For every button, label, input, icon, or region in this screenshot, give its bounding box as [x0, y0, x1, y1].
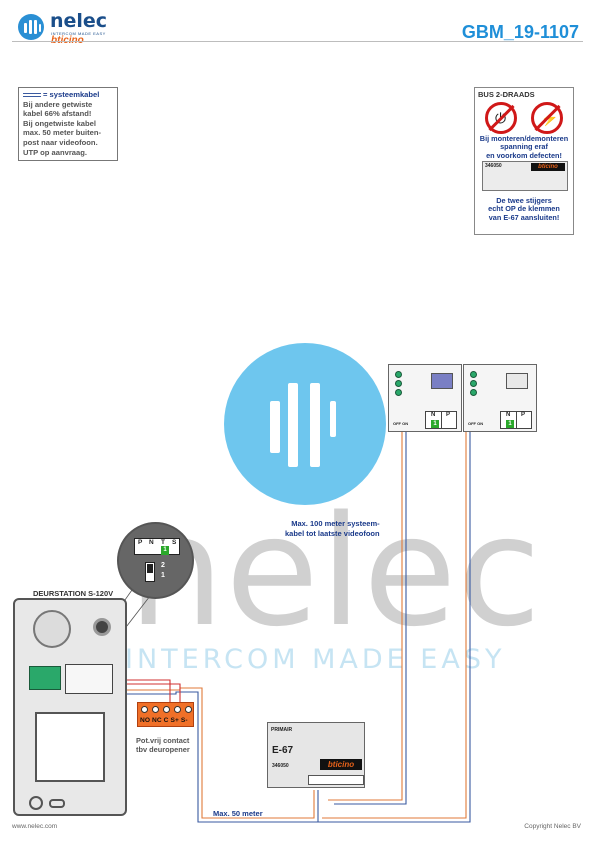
terminal-board — [65, 664, 113, 694]
watermark-tagline: INTERCOM MADE EASY — [125, 644, 506, 675]
warning-text: Bij monteren/demonteren spanning eraf en… — [479, 134, 569, 160]
relay-terminals: NO NC C S+ S- — [140, 717, 188, 724]
footer-url[interactable]: www.nelec.com — [12, 823, 58, 830]
no-voltage-icon: ⚡ — [531, 102, 563, 134]
call-button-icon — [29, 796, 43, 810]
warning-text-riser: De twee stijgers echt OP de klemmen van … — [488, 196, 560, 222]
warning-title: BUS 2-DRAADS — [478, 90, 535, 99]
note-key: = systeemkabel — [43, 90, 100, 99]
note-line: Bij andere getwiste — [23, 99, 93, 109]
system-cable-icon — [23, 93, 41, 97]
monitor-screen-icon — [506, 373, 528, 389]
note-line: kabel 66% afstand! — [23, 109, 92, 119]
relay-caption: Pot.vrij contact tbv deuropener — [136, 736, 190, 754]
bus-warning: BUS 2-DRAADS ⏻ ⚡ Bij monteren/demonteren… — [474, 87, 574, 235]
no-plug-icon: ⏻ — [485, 102, 517, 134]
door-configurator-zoom: P N T S 1 2 1 — [117, 522, 194, 599]
name-window — [35, 712, 105, 782]
note-line: max. 50 meter buiten- — [23, 128, 102, 138]
watermark-word: nelec — [128, 483, 543, 660]
e67-module-image: 346050 bticino — [482, 161, 568, 191]
monitor-screen-icon — [431, 373, 453, 389]
note-line: Bij ongetwiste kabel — [23, 118, 97, 128]
footer-copyright: Copyright Nelec BV — [524, 823, 581, 830]
call-button-icon — [49, 799, 65, 808]
logo-brand: nelec — [50, 10, 108, 32]
door-length-caption: Max. 50 meter — [213, 809, 263, 818]
jumper-icon — [145, 562, 155, 582]
door-station — [13, 598, 127, 816]
doc-code: GBM_19-1107 — [461, 22, 579, 42]
cable-note: = systeemkabel Bij andere getwiste kabel… — [18, 87, 118, 161]
door-station-title: DEURSTATION S-120V — [33, 589, 114, 598]
note-line: UTP op aanvraag. — [23, 147, 88, 157]
header-divider — [12, 41, 583, 42]
power-supply-e67: PRIMAIR E-67 346050 bticino — [267, 722, 365, 788]
logo-partner: bticino — [51, 35, 84, 46]
watermark-logo-icon — [224, 343, 386, 505]
logo-tagline: INTERCOM MADE EASY — [51, 31, 106, 36]
nelec-logo: nelec INTERCOM MADE EASY bticino — [18, 10, 128, 46]
speaker-icon — [33, 610, 71, 648]
note-line: post naar videofoon. — [23, 137, 98, 147]
nelec-logo-icon — [18, 14, 44, 40]
terminal-block — [29, 666, 61, 690]
relay-contact: NO NC C S+ S- — [137, 702, 194, 727]
riser-length-caption: Max. 100 meter systeem- kabel tot laatst… — [285, 519, 380, 538]
camera-icon — [93, 618, 111, 636]
